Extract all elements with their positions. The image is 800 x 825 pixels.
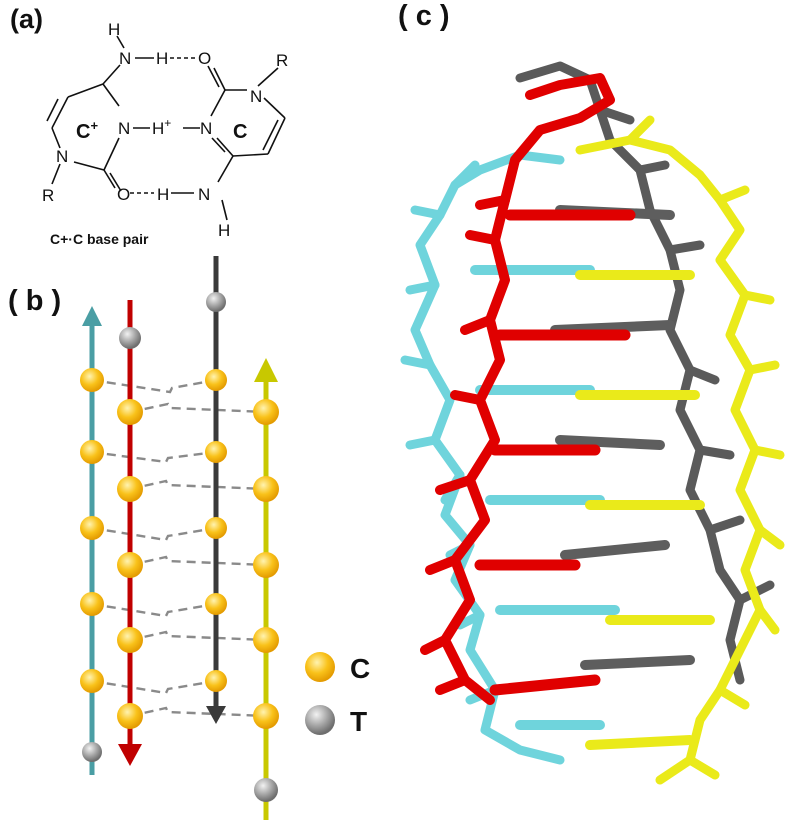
panel-label-c: ( c ) xyxy=(398,0,450,32)
panel-label-b: ( b ) xyxy=(8,285,62,317)
strand-diagram: C T xyxy=(80,256,370,820)
nucleotide-c xyxy=(253,552,279,578)
atom-o-top: O xyxy=(198,49,211,68)
atom-n-left-ring: N xyxy=(56,147,68,166)
strand-yellow-arrowhead xyxy=(254,358,278,382)
nucleotide-c xyxy=(205,441,227,463)
legend: C T xyxy=(305,652,370,737)
nucleotide-c xyxy=(117,476,143,502)
nucleotide-c xyxy=(253,703,279,729)
nucleotide-c xyxy=(205,369,227,391)
nucleotide-c xyxy=(117,399,143,425)
nucleotide-c xyxy=(80,669,104,693)
teal-strand-nucleotides xyxy=(80,368,104,762)
yellow-base-stacks xyxy=(575,270,715,750)
nucleotide-c xyxy=(253,476,279,502)
nucleotide-c xyxy=(80,516,104,540)
strand-teal-arrowhead xyxy=(82,306,102,326)
base-pair-structure: H N H O R N N H+ N N R O H N H C+ C C+·C… xyxy=(42,20,288,247)
dark-strand-nucleotides xyxy=(205,292,227,692)
nucleotide-c xyxy=(205,593,227,615)
legend-c-label: C xyxy=(350,653,370,684)
pair-link xyxy=(91,378,217,394)
atom-r-top: R xyxy=(276,51,288,70)
nucleotide-c xyxy=(80,592,104,616)
panel-label-a: (a) xyxy=(10,4,43,34)
nucleotide-t xyxy=(254,778,278,802)
nucleotide-t xyxy=(119,327,141,349)
nucleotide-c xyxy=(117,627,143,653)
red-strand-nucleotides xyxy=(117,327,143,729)
nucleotide-t xyxy=(206,292,226,312)
left-base-label: C+ xyxy=(76,118,98,143)
nucleotide-c xyxy=(80,440,104,464)
atom-n-right-center: N xyxy=(200,119,212,138)
legend-t-swatch xyxy=(305,705,335,735)
yellow-strand-backbone xyxy=(575,115,785,785)
atom-h-plus: H+ xyxy=(152,116,171,138)
atom-n-right-ring: N xyxy=(250,87,262,106)
nucleotide-c xyxy=(80,368,104,392)
atom-n-bottom: N xyxy=(198,185,210,204)
legend-c-swatch xyxy=(305,652,335,682)
atom-hbond-bottom: H xyxy=(157,185,169,204)
yellow-strand-nucleotides xyxy=(253,399,279,802)
cyan-base-stacks xyxy=(470,265,620,730)
nucleotide-c xyxy=(253,399,279,425)
right-base-label: C xyxy=(233,121,247,143)
atom-h-top: H xyxy=(108,20,120,39)
atom-h-bottom: H xyxy=(218,221,230,240)
nucleotide-c xyxy=(253,627,279,653)
red-strand-backbone xyxy=(420,73,615,705)
atom-r-bottom: R xyxy=(42,186,54,205)
nucleotide-c xyxy=(205,670,227,692)
nucleotide-c xyxy=(117,703,143,729)
atom-hbond-top: H xyxy=(156,49,168,68)
legend-t-label: T xyxy=(350,706,367,737)
nucleotide-t xyxy=(82,742,102,762)
atom-n-top: N xyxy=(119,49,131,68)
nucleotide-c xyxy=(117,552,143,578)
atom-n-left-center: N xyxy=(118,119,130,138)
base-pair-caption: C+·C base pair xyxy=(50,231,149,247)
red-base-stacks xyxy=(474,209,636,696)
nucleotide-c xyxy=(205,517,227,539)
atom-o-bottom: O xyxy=(117,185,130,204)
strand-red-arrowhead xyxy=(118,744,142,766)
strand-dark-arrowhead xyxy=(206,706,226,724)
